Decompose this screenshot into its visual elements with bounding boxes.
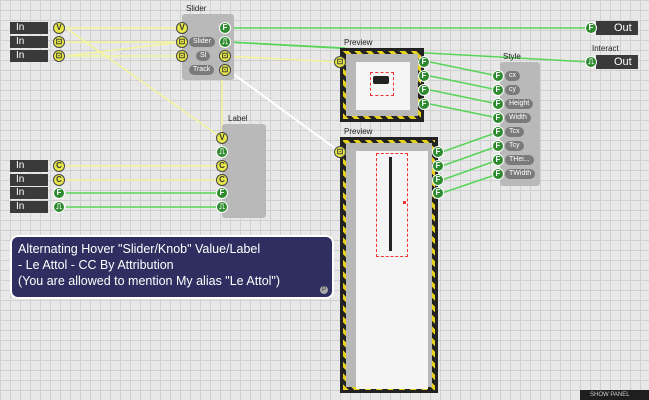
- float-out-pin-icon[interactable]: F: [418, 70, 430, 82]
- wire: [441, 159, 499, 181]
- preview-node-title: Preview: [344, 38, 373, 47]
- input-box[interactable]: In: [10, 187, 48, 199]
- bool-pin-icon[interactable]: ⊡: [334, 56, 346, 68]
- value-pin-icon[interactable]: V: [216, 132, 228, 144]
- label-node[interactable]: [222, 124, 266, 218]
- float-out-pin-icon[interactable]: F: [418, 84, 430, 96]
- trigger-out-pin-icon[interactable]: ⎍: [219, 36, 231, 48]
- color-pin-icon[interactable]: C: [53, 160, 65, 172]
- bool-pin-icon[interactable]: ⊡: [176, 50, 188, 62]
- input-box[interactable]: In: [10, 50, 48, 62]
- float-out-pin-icon[interactable]: F: [418, 56, 430, 68]
- trigger-pin-icon[interactable]: ⎍: [585, 56, 597, 68]
- float-pin-icon[interactable]: F: [492, 98, 504, 110]
- wire: [65, 27, 223, 139]
- wire: [227, 41, 346, 49]
- style-node-title: Style: [503, 52, 521, 61]
- note-line: (You are allowed to mention My alias "Le…: [18, 274, 281, 288]
- note-line: Alternating Hover "Slider/Knob" Value/La…: [18, 242, 261, 256]
- style-pin-label: Width: [505, 113, 531, 123]
- pin-badge-icon[interactable]: P: [320, 286, 328, 294]
- bool-out-pin-icon[interactable]: ⊡: [219, 64, 231, 76]
- preview-canvas: [356, 62, 410, 110]
- float-pin-icon[interactable]: F: [53, 187, 65, 199]
- sl-pin-label: Sl: [196, 51, 211, 61]
- preview-panel[interactable]: [340, 137, 438, 393]
- input-box[interactable]: In: [10, 201, 48, 213]
- wire: [441, 145, 499, 167]
- bool-out-pin-icon[interactable]: ⊡: [219, 50, 231, 62]
- style-pin-label: THei...: [505, 155, 534, 165]
- wire: [429, 61, 499, 77]
- note-line: - Le Attol - CC By Attribution: [18, 258, 174, 272]
- slider-pin-label: Slider: [189, 37, 215, 47]
- float-out-pin-icon[interactable]: F: [432, 174, 444, 186]
- value-pin-icon[interactable]: V: [53, 22, 65, 34]
- input-box[interactable]: In: [10, 36, 48, 48]
- bool-pin-icon[interactable]: ⊡: [334, 146, 346, 158]
- color-pin-icon[interactable]: C: [216, 174, 228, 186]
- bool-pin-icon[interactable]: ⊡: [176, 36, 188, 48]
- bool-pin-icon[interactable]: ⊡: [53, 36, 65, 48]
- color-pin-icon[interactable]: C: [216, 160, 228, 172]
- wire: [429, 103, 499, 119]
- float-pin-icon[interactable]: F: [492, 154, 504, 166]
- style-pin-label: Tcx: [505, 127, 524, 137]
- style-pin-label: cx: [505, 71, 520, 81]
- slider-marker: [403, 201, 406, 204]
- knob-bounds: [370, 72, 394, 96]
- float-out-pin-icon[interactable]: F: [219, 22, 231, 34]
- wire: [221, 55, 341, 63]
- float-pin-icon[interactable]: F: [492, 70, 504, 82]
- track-pin-label: Track: [189, 65, 215, 75]
- wire: [65, 41, 183, 57]
- interact-node-title: Interact: [592, 44, 619, 53]
- wire: [429, 75, 499, 91]
- slider-track: [389, 157, 392, 251]
- show-panel-button[interactable]: SHOW PANEL: [580, 390, 649, 400]
- float-pin-icon[interactable]: F: [216, 187, 228, 199]
- input-box[interactable]: In: [10, 22, 48, 34]
- preview-panel[interactable]: [340, 48, 424, 122]
- float-pin-icon[interactable]: F: [492, 84, 504, 96]
- input-box[interactable]: In: [10, 174, 48, 186]
- output-box[interactable]: Out: [596, 21, 638, 35]
- style-pin-label: Height: [505, 99, 534, 109]
- trigger-pin-icon[interactable]: ⎍: [216, 146, 228, 158]
- output-box[interactable]: Out: [596, 55, 638, 69]
- slider-bounds: [376, 153, 408, 257]
- color-pin-icon[interactable]: C: [53, 174, 65, 186]
- float-out-pin-icon[interactable]: F: [432, 146, 444, 158]
- knob-handle: [373, 76, 389, 84]
- style-pin-label: cy: [505, 85, 520, 95]
- slider-node-title: Slider: [186, 4, 207, 13]
- preview-node-title: Preview: [344, 127, 373, 136]
- float-out-pin-icon[interactable]: F: [418, 98, 430, 110]
- wire: [441, 173, 499, 194]
- style-pin-label: Tcy: [505, 141, 524, 151]
- input-box[interactable]: In: [10, 160, 48, 172]
- trigger-pin-icon[interactable]: ⎍: [216, 201, 228, 213]
- float-out-pin-icon[interactable]: F: [432, 187, 444, 199]
- float-out-pin-icon[interactable]: F: [432, 160, 444, 172]
- style-node[interactable]: [500, 62, 540, 186]
- float-pin-icon[interactable]: F: [492, 168, 504, 180]
- trigger-pin-icon[interactable]: ⎍: [53, 201, 65, 213]
- bool-pin-icon[interactable]: ⊡: [53, 50, 65, 62]
- float-pin-icon[interactable]: F: [492, 112, 504, 124]
- wire: [441, 131, 499, 153]
- wire: [429, 89, 499, 105]
- comment-note[interactable]: Alternating Hover "Slider/Knob" Value/La…: [10, 235, 334, 299]
- style-pin-label: TWidth: [505, 169, 536, 179]
- wire: [227, 69, 341, 153]
- preview-canvas: [356, 151, 428, 389]
- float-pin-icon[interactable]: F: [492, 140, 504, 152]
- value-pin-icon[interactable]: V: [176, 22, 188, 34]
- float-pin-icon[interactable]: F: [492, 126, 504, 138]
- float-pin-icon[interactable]: F: [585, 22, 597, 34]
- label-node-title: Label: [228, 114, 248, 123]
